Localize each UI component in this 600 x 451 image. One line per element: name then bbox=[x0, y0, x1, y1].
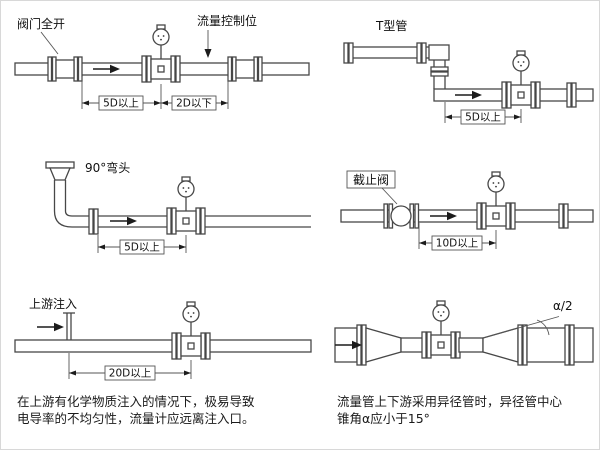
dimension-5d-2d: 5D以上 2D以下 bbox=[81, 77, 229, 111]
dimension-10d: 10D以上 bbox=[418, 223, 497, 251]
flow-control-valve-icon bbox=[227, 56, 263, 82]
fully-open-valve-icon bbox=[47, 56, 83, 82]
label-stop-valve: 截止阀 bbox=[353, 173, 389, 187]
flowmeter-icon bbox=[501, 50, 541, 109]
pipe bbox=[14, 339, 312, 353]
flowmeter-icon bbox=[166, 176, 206, 235]
flowmeter-icon bbox=[476, 171, 516, 230]
flow-direction-arrow-icon bbox=[109, 216, 138, 226]
leader-valve-open bbox=[40, 31, 59, 55]
panel-t-pipe: 5D以上 T型管 bbox=[343, 18, 594, 125]
dim-label: 10D以上 bbox=[436, 238, 478, 250]
label-stop-valve-box: 截止阀 bbox=[346, 170, 398, 205]
large-pipe-right bbox=[526, 327, 594, 363]
dimension-5d: 5D以上 bbox=[97, 235, 187, 255]
leader-control-position bbox=[204, 30, 212, 58]
dim-label: 20D以上 bbox=[109, 368, 151, 380]
label-valve-fully-open: 阀门全开 bbox=[17, 16, 65, 31]
reducer-cone-left-icon bbox=[365, 327, 402, 363]
flowmeter-icon bbox=[421, 300, 461, 359]
panel-reducer: α/2 流量管上下游采用异径管时，异径管中心 锥角α应小于15° bbox=[334, 299, 594, 426]
label-flow-control-position: 流量控制位 bbox=[197, 13, 257, 28]
stop-valve-icon bbox=[383, 203, 420, 229]
dim-label-downstream: 2D以下 bbox=[176, 98, 212, 110]
panel-stop-valve: 截止阀 10D以上 bbox=[340, 170, 594, 251]
injection-tube-icon bbox=[63, 312, 75, 340]
flow-direction-arrow-icon bbox=[36, 321, 65, 333]
elbow-bend-icon bbox=[53, 210, 73, 228]
dimension-5d: 5D以上 bbox=[444, 102, 522, 125]
panel-elbow: 5D以上 90°弯头 bbox=[45, 160, 311, 255]
caption-injection-line1: 在上游有化学物质注入的情况下，极易导致 bbox=[17, 394, 255, 409]
label-90-elbow: 90°弯头 bbox=[85, 160, 130, 175]
dim-label-upstream: 5D以上 bbox=[103, 98, 139, 110]
flowmeter-icon bbox=[141, 24, 181, 83]
caption-injection-line2: 电导率的不均匀性，流量计应远离注入口。 bbox=[17, 411, 255, 426]
pipe bbox=[340, 209, 594, 223]
cone-angle-annotation: α/2 bbox=[482, 299, 573, 339]
tee-fitting-icon bbox=[428, 44, 450, 61]
dim-label: 5D以上 bbox=[465, 112, 501, 124]
caption-reducer-line2: 锥角α应小于15° bbox=[337, 411, 430, 426]
elbow-top-flange-icon bbox=[45, 161, 75, 169]
caption-reducer-line1: 流量管上下游采用异径管时，异径管中心 bbox=[337, 394, 563, 409]
panel-valve-open: 5D以上 2D以下 阀门全开 流量控制位 bbox=[14, 13, 310, 111]
dim-label: 5D以上 bbox=[124, 242, 160, 254]
label-t-pipe: T型管 bbox=[375, 18, 407, 33]
label-cone-half-angle: α/2 bbox=[553, 299, 573, 313]
dimension-20d: 20D以上 bbox=[68, 353, 192, 381]
panel-injection: 20D以上 上游注入 在上游有化学物质注入的情况下，极易导致 电导率的不均匀性，… bbox=[14, 296, 312, 426]
flowmeter-icon bbox=[171, 301, 211, 360]
label-upstream-injection: 上游注入 bbox=[29, 296, 77, 311]
